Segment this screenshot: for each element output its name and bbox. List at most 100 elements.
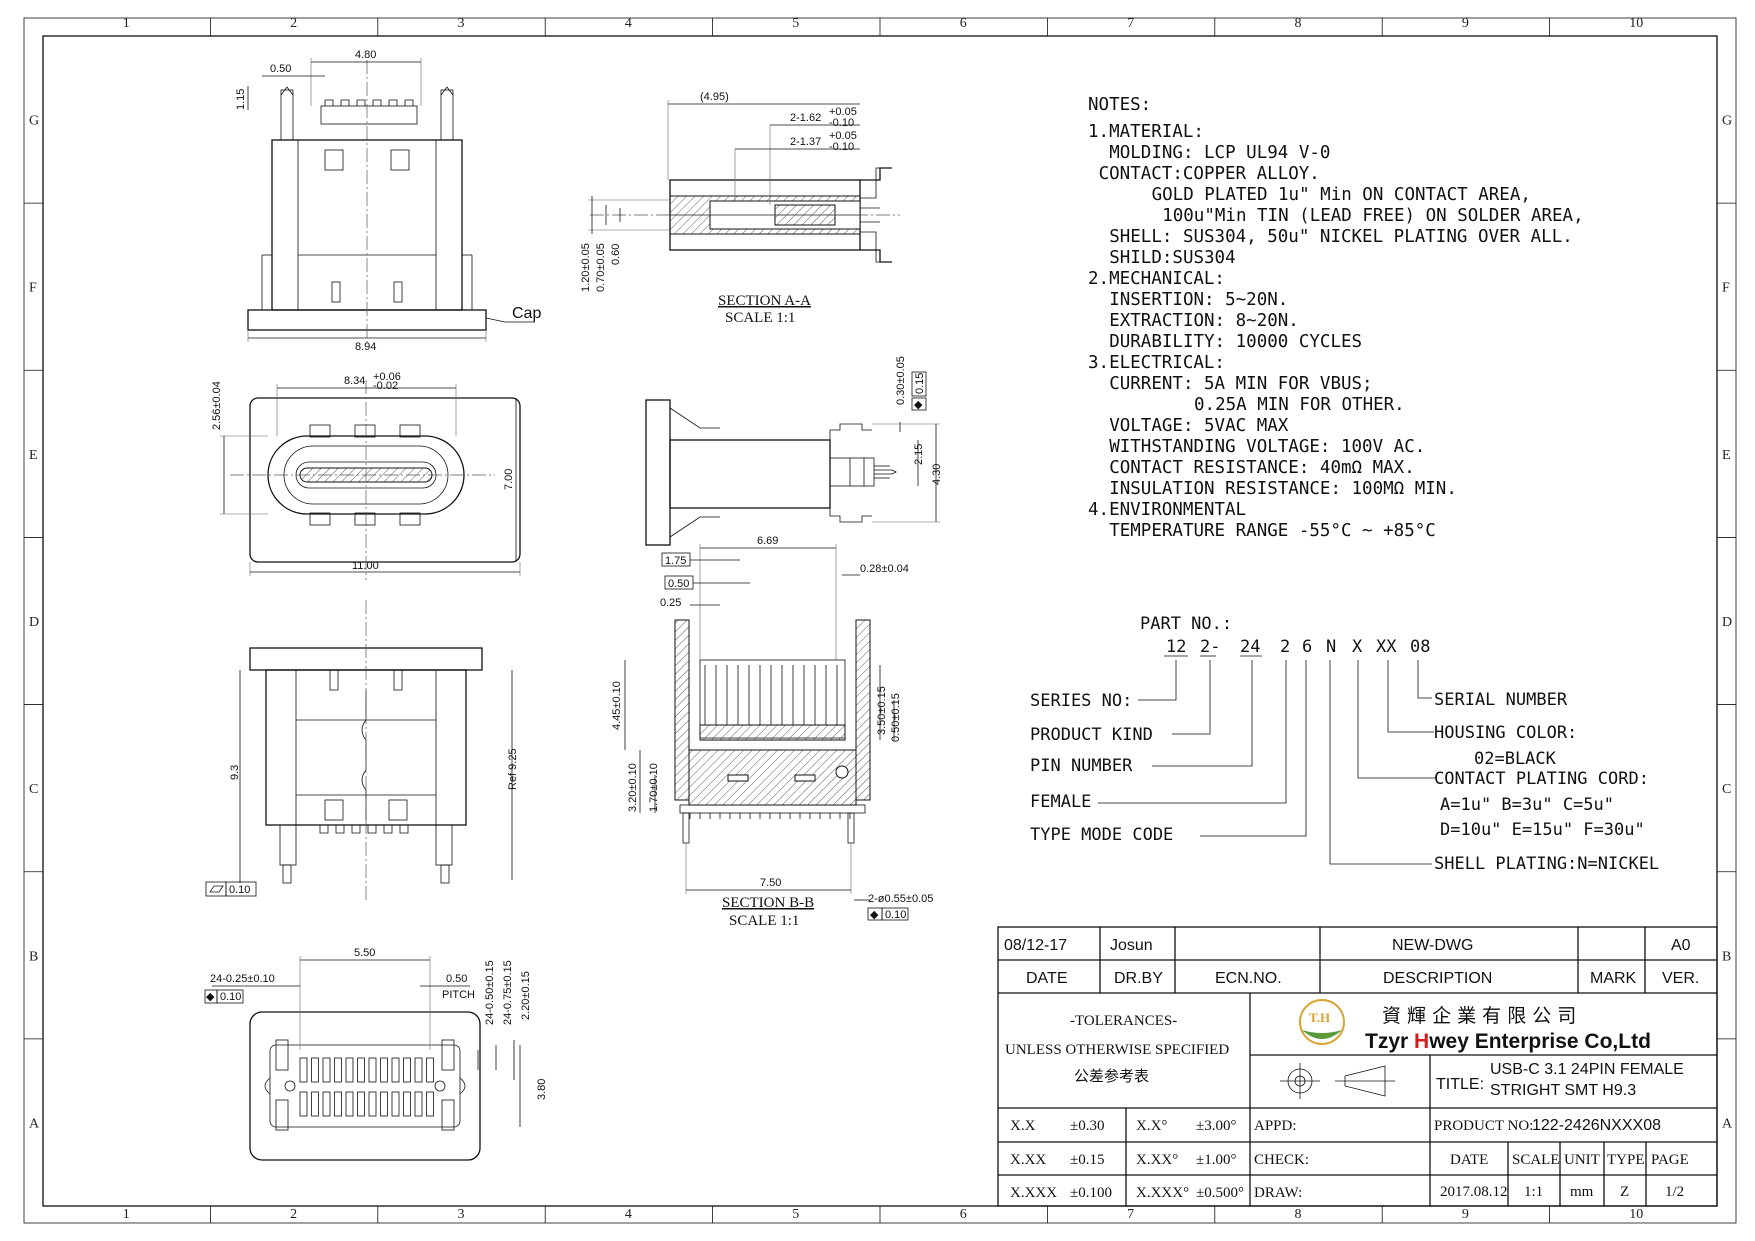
info-header-scale: SCALE (1512, 1152, 1560, 1168)
dim-24-0-50: 24-0.50±0.15 (484, 960, 496, 1025)
pitch-label: PITCH (442, 989, 475, 1001)
section-b-scale: SCALE 1:1 (729, 913, 799, 929)
dim-7-50: 7.50 (760, 877, 781, 889)
notes-line: INSULATION RESISTANCE: 100MΩ MIN. (1109, 479, 1457, 499)
label-plating-def: D=10u" E=15u" F=30u" (1440, 820, 1645, 840)
footprint-pad (322, 1057, 331, 1083)
rev-header-ver: VER. (1662, 970, 1699, 987)
zone-col-bottom: 5 (792, 1207, 799, 1222)
footprint-pad (380, 1091, 388, 1117)
zone-row-left: A (29, 1116, 40, 1131)
bottom-view: 9.3 Ref 9.25 0.10 (205, 600, 519, 900)
dim-0-28: 0.28±0.04 (860, 563, 909, 575)
rev-header-description: DESCRIPTION (1383, 970, 1492, 987)
dim-0-50-tol: 0.50±0.15 (890, 693, 902, 742)
dim-0-50: 0.50 (270, 63, 291, 75)
flatness-0-15: 0.15 (914, 373, 926, 394)
svg-text:◆: ◆ (206, 991, 215, 1003)
part-code-24: 24 (1240, 637, 1260, 657)
notes-line: TEMPERATURE RANGE -55°C ~ +85°C (1109, 521, 1436, 541)
section-a-title: SECTION A-A (718, 293, 811, 309)
dim-0-50-box: 0.50 (668, 578, 689, 590)
notes-line: CONTACT RESISTANCE: 40mΩ MAX. (1109, 458, 1415, 478)
label-black: 02=BLACK (1474, 749, 1557, 769)
dim-2-15: 2.15 (913, 444, 925, 465)
section-b-title: SECTION B-B (722, 895, 814, 911)
label-female: FEMALE (1030, 792, 1091, 812)
dim-2-1-62-plus: +0.05 (829, 106, 857, 118)
notes-line: MOLDING: LCP UL94 V-0 (1109, 143, 1330, 163)
zone-row-left: F (29, 281, 37, 296)
footprint-pad (380, 1057, 388, 1083)
dim-8-34: 8.34 (344, 375, 365, 387)
dim-2-20: 2.20±0.15 (520, 971, 532, 1020)
dim-4-95: (4.95) (700, 91, 729, 103)
rev-date: 08/12-17 (1004, 937, 1067, 954)
draw-label: DRAW: (1254, 1185, 1302, 1201)
info-header-date: DATE (1450, 1152, 1488, 1168)
zone-row-right: D (1722, 615, 1732, 630)
notes-heading: NOTES: (1088, 95, 1151, 115)
footprint-pad (299, 1057, 308, 1083)
company-english-prefix: Tzyr (1365, 1030, 1414, 1053)
zone-col-top: 1 (123, 16, 130, 31)
notes-line: GOLD PLATED 1u" Min ON CONTACT AREA, (1152, 185, 1531, 205)
zone-row-left: B (29, 949, 38, 964)
zone-col-top: 6 (960, 16, 967, 31)
zone-col-top: 4 (625, 16, 632, 31)
title-label: TITLE: (1436, 1076, 1484, 1093)
part-code-xx: XX (1376, 637, 1397, 657)
info-type: Z (1620, 1184, 1629, 1200)
notes-line: SHILD:SUS304 (1109, 248, 1235, 268)
section-a-view: (4.95) 2-1.62 +0.05 -0.10 2-1.37 +0.05 -… (580, 91, 900, 326)
notes-line: INSERTION: 5~20N. (1109, 290, 1288, 310)
rev-header-drby: DR.BY (1114, 970, 1163, 987)
dim-ref-9-25: Ref 9.25 (507, 748, 519, 790)
rev-header-mark: MARK (1590, 970, 1637, 987)
info-scale: 1:1 (1524, 1184, 1543, 1200)
label-plating-abc: A=1u" B=3u" C=5u" (1440, 795, 1614, 815)
zone-row-right: G (1722, 114, 1732, 129)
zone-row-right: C (1722, 782, 1731, 797)
svg-text:◆: ◆ (914, 399, 923, 411)
footprint-pad (368, 1057, 377, 1083)
footprint-pad (334, 1091, 342, 1117)
label-serial-number: SERIAL NUMBER (1434, 690, 1568, 710)
zone-col-top: 5 (792, 16, 799, 31)
info-header-page: PAGE (1651, 1152, 1689, 1168)
part-code-x: X (1352, 637, 1363, 657)
check-label: CHECK: (1254, 1152, 1309, 1168)
footprint-pad (391, 1057, 400, 1083)
top-view: 4.80 0.50 1.15 8.94 Cap (235, 49, 541, 353)
notes-line: SHELL: SUS304, 50u" NICKEL PLATING OVER … (1109, 227, 1573, 247)
tolerance-cell: ±1.00° (1196, 1152, 1236, 1168)
dim-2-1-37-plus: +0.05 (829, 130, 857, 142)
company-logo-text: T.H (1309, 1010, 1330, 1025)
dim-0-30: 0.30±0.05 (895, 356, 907, 405)
notes-line: DURABILITY: 10000 CYCLES (1109, 332, 1362, 352)
zone-row-right: A (1722, 1116, 1733, 1131)
dim-0-50-pitch: 0.50 (446, 973, 467, 985)
label-product-kind: PRODUCT KIND (1030, 725, 1153, 745)
zone-col-top: 8 (1295, 16, 1302, 31)
notes-line: 1.MATERIAL: (1088, 122, 1204, 142)
notes-block: NOTES: 1.MATERIAL:MOLDING: LCP UL94 V-0C… (1088, 95, 1584, 541)
zone-col-bottom: 7 (1127, 1207, 1134, 1222)
dim-2-1-37-minus: -0.10 (829, 141, 854, 153)
footprint-pad (334, 1057, 342, 1083)
label-type-mode-code: TYPE MODE CODE (1030, 825, 1173, 845)
rev-version: A0 (1671, 937, 1691, 954)
footprint-view: 5.50 24-0.25±0.10 ◆ 0.10 0.50 PITCH 24-0… (204, 947, 548, 1161)
notes-line: 100u"Min TIN (LEAD FREE) ON SOLDER AREA, (1162, 206, 1583, 226)
dim-2-56: 2.56±0.04 (211, 381, 223, 430)
dim-8-34-minus: -0.02 (373, 380, 398, 392)
product-no-label: PRODUCT NO: (1434, 1118, 1533, 1134)
dim-4-80: 4.80 (355, 49, 376, 61)
rev-description: NEW-DWG (1392, 937, 1473, 954)
zone-col-top: 7 (1127, 16, 1134, 31)
tol-chinese: 公差参考表 (1074, 1068, 1149, 1085)
dim-2-1-62-minus: -0.10 (829, 117, 854, 129)
footprint-pad (357, 1057, 365, 1083)
dim-24-0-75: 24-0.75±0.15 (502, 960, 514, 1025)
dim-8-34-plus: +0.06 (373, 371, 401, 383)
